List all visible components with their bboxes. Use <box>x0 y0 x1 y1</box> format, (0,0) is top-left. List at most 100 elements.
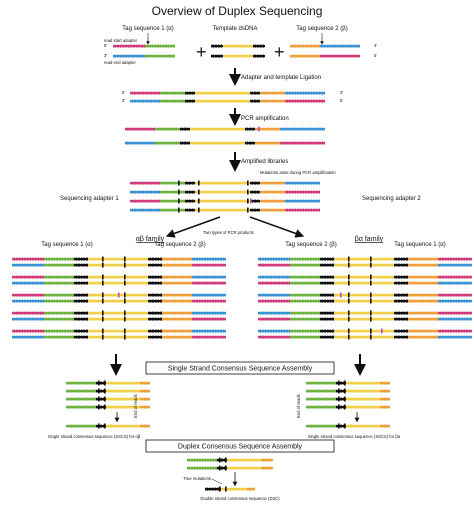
strand-segment <box>44 282 74 285</box>
ba-error-marker-2 <box>381 328 383 334</box>
library-strand <box>130 208 320 212</box>
strand-segment <box>140 406 150 409</box>
dsc-label: Double strand consensus sequence (DSC) <box>200 496 280 501</box>
base-marker <box>225 486 227 492</box>
strand-segment <box>290 45 320 48</box>
strand-segment <box>66 406 96 409</box>
strand-segment <box>190 128 245 131</box>
adapter-a-bottom <box>113 54 176 58</box>
strand-segment <box>113 45 145 48</box>
base-marker <box>102 274 104 280</box>
step-mutations-label: Mutations arise during PCR amplification <box>260 170 336 175</box>
strand-segment <box>394 300 408 303</box>
strand-segment <box>394 336 408 339</box>
strand-segment <box>96 382 106 385</box>
strand-segment <box>250 182 260 185</box>
strand-segment <box>260 92 285 95</box>
base-marker <box>338 388 340 394</box>
strand-segment <box>155 128 180 131</box>
base-marker <box>198 198 200 204</box>
strand-segment <box>336 406 346 409</box>
strand-segment <box>44 294 74 297</box>
base-marker <box>124 316 126 322</box>
strand-segment <box>336 382 346 385</box>
strand-segment <box>320 258 334 261</box>
strand-segment <box>290 336 320 339</box>
seq-adapter-2-label: Sequencing adapter 2 <box>362 196 421 202</box>
step-pcr-label: PCR amplification <box>241 116 289 122</box>
template-bottom <box>211 54 265 58</box>
three-prime-label: 3' <box>374 43 377 48</box>
sscs-ba-read <box>306 405 390 409</box>
strand-segment <box>187 467 217 470</box>
ab-family-strand-bottom <box>12 335 226 339</box>
strand-segment <box>290 300 320 303</box>
pcr-top <box>125 127 325 131</box>
base-marker <box>348 316 350 322</box>
strand-segment <box>74 318 88 321</box>
sscs-ab-label: Single strand consensus sequence (SSCS) … <box>48 434 141 439</box>
base-marker <box>219 486 221 492</box>
ab-family-strand-bottom <box>12 281 226 285</box>
strand-segment <box>250 191 260 194</box>
strand-segment <box>258 312 290 315</box>
library-strand <box>130 181 320 185</box>
strand-segment <box>162 336 192 339</box>
strand-segment <box>258 318 290 321</box>
ba-family-strand-top <box>258 293 472 297</box>
ba-family-strand-top <box>258 311 472 315</box>
base-marker <box>370 316 372 322</box>
strand-segment <box>74 264 88 267</box>
read-end-label: read end adapter <box>104 60 137 65</box>
strand-segment <box>380 406 390 409</box>
left-tag1-label: Tag sequence 1 (α) <box>41 242 93 248</box>
three-prime-label: 3' <box>122 98 125 103</box>
strand-segment <box>258 258 290 261</box>
ab-family-strand-bottom <box>12 299 226 303</box>
base-marker <box>104 388 106 394</box>
arrow-to-ab-family <box>165 216 221 238</box>
strand-segment <box>145 55 175 58</box>
base-marker <box>247 207 249 213</box>
ligated-top <box>130 91 325 95</box>
process-arrows <box>110 68 366 487</box>
base-marker <box>338 404 340 410</box>
strand-segment <box>140 390 150 393</box>
base-marker <box>338 380 340 386</box>
seq-adapter-1-label: Sequencing adapter 1 <box>60 196 119 202</box>
strand-segment <box>162 282 192 285</box>
base-marker <box>219 465 221 471</box>
strand-segment <box>245 128 255 131</box>
base-marker <box>98 388 100 394</box>
base-marker <box>124 310 126 316</box>
base-marker <box>124 292 126 298</box>
base-marker <box>344 404 346 410</box>
strand-segment <box>130 200 160 203</box>
right-tag1-label: Tag sequence 1 (α) <box>394 242 446 248</box>
ba-error-marker <box>340 292 342 298</box>
strand-segment <box>74 258 88 261</box>
adapter-a-top <box>113 44 176 48</box>
base-marker <box>370 292 372 298</box>
sscs-ab-read <box>66 397 150 401</box>
strand-segment <box>160 182 185 185</box>
strand-segment <box>408 300 438 303</box>
strand-segment <box>221 488 247 491</box>
strand-segment <box>394 312 408 315</box>
strand-segment <box>130 209 160 212</box>
strand-segment <box>285 200 320 203</box>
sscs-ba-consensus <box>306 424 390 428</box>
strand-segment <box>130 92 160 95</box>
strand-segment <box>44 336 74 339</box>
sscs-assembly-box <box>145 361 335 375</box>
two-types-label: Two types of PCR products <box>203 230 254 235</box>
base-marker <box>98 396 100 402</box>
strand-segment <box>148 294 162 297</box>
strand-segment <box>180 142 190 145</box>
tag-seq-b-label: Tag sequence 2 (β) <box>296 26 347 32</box>
strand-segment <box>44 330 74 333</box>
strand-segment <box>195 209 250 212</box>
strand-segment <box>74 330 88 333</box>
left-tag2-label: Tag sequence 2 (β) <box>154 242 205 248</box>
strand-segment <box>217 467 227 470</box>
